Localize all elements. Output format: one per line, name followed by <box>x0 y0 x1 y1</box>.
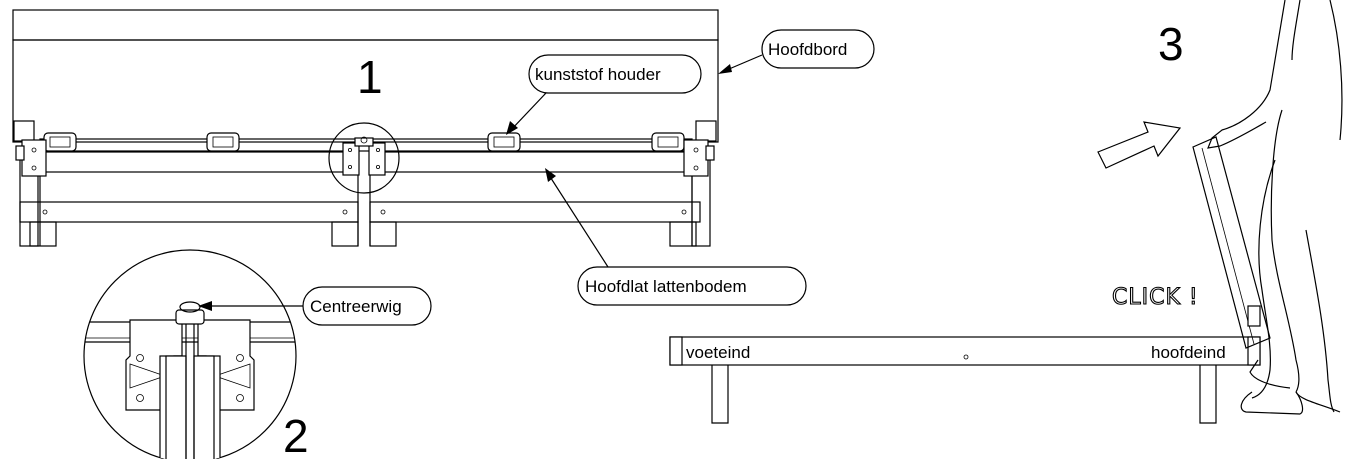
foot <box>369 221 397 247</box>
head-end-label: hoofdeind <box>1151 343 1226 362</box>
leader-line <box>546 171 609 268</box>
corner-bracket-left <box>13 120 47 177</box>
callout-hoofdlat-text: Hoofdlat lattenbodem <box>585 277 747 296</box>
leader-line <box>509 92 547 132</box>
callout-hoofdbord-bubble <box>761 29 875 69</box>
arrow-head <box>198 301 212 311</box>
leg <box>711 365 729 424</box>
plastic-holder <box>206 132 240 152</box>
tilted-slatted-base <box>1192 136 1271 349</box>
frame-rail-right <box>369 151 691 173</box>
centre-bracket <box>342 136 386 176</box>
foot <box>669 221 697 247</box>
crossbar-left <box>19 201 359 223</box>
step-3-view: 3 CLICK ! voeteind hoofdeind <box>669 0 1343 424</box>
step-2-detail-view: Centreerwig 2 <box>83 249 432 459</box>
leg <box>1199 365 1217 424</box>
foot <box>331 221 359 247</box>
plastic-holder <box>651 132 685 152</box>
arrow-head <box>718 64 732 74</box>
callout-houder-bubble <box>528 54 702 94</box>
callout-hoofdlat-bubble <box>577 266 807 306</box>
plastic-holder <box>43 132 77 152</box>
arrow-head <box>545 168 556 182</box>
callout-houder-text: kunststof houder <box>535 65 661 84</box>
step-2-number: 2 <box>283 410 309 459</box>
frame-rail-left <box>37 151 359 173</box>
centering-wedge <box>175 309 205 325</box>
direction-arrow <box>1097 121 1182 169</box>
foot <box>29 221 57 247</box>
person-figure <box>1207 0 1343 415</box>
foot-end-label: voeteind <box>686 343 750 362</box>
callout-centreerwig-text: Centreerwig <box>310 297 402 316</box>
click-text: CLICK ! <box>1112 285 1199 310</box>
headboard-top-rail <box>12 9 719 41</box>
crossbar-right <box>369 201 701 223</box>
corner-bracket-right <box>683 120 717 177</box>
arrow-head <box>506 121 518 135</box>
step-1-number: 1 <box>357 51 383 103</box>
plastic-holder <box>487 132 521 152</box>
detail-circle-marker <box>328 122 400 194</box>
callout-hoofdbord-text: Hoofdbord <box>768 40 847 59</box>
detail-circle <box>83 249 297 459</box>
step-1-headboard-view: 1 Hoofdbord kunststof houder Hoofdlat la… <box>12 9 875 306</box>
step-3-number: 3 <box>1158 18 1184 70</box>
